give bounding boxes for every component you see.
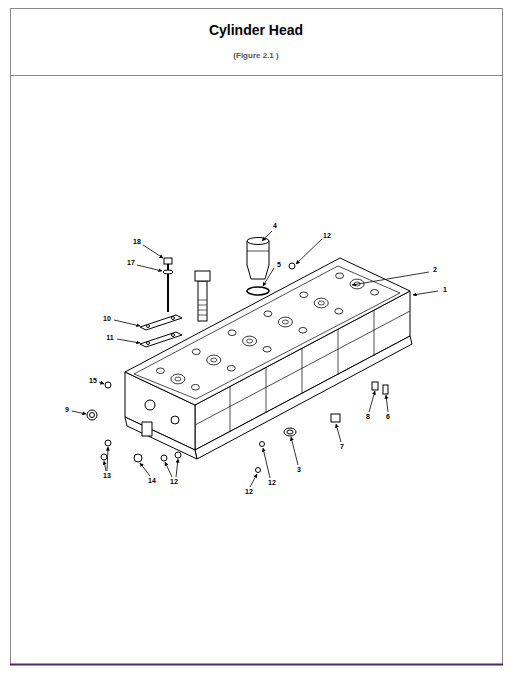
valve-boss-core [211, 358, 217, 362]
callout-number: 1 [442, 286, 448, 294]
callout-number: 7 [339, 443, 345, 451]
valve-boss [156, 368, 164, 374]
valve-boss [300, 292, 308, 298]
figure-title: Cylinder Head [209, 22, 303, 38]
cylinder-head [125, 258, 412, 459]
callout-number: 14 [147, 477, 157, 485]
callout-number: 9 [64, 406, 70, 414]
valve-boss [227, 365, 235, 371]
valve-boss [263, 346, 271, 352]
valve-boss [192, 349, 200, 355]
injector-sleeve [247, 238, 269, 296]
valve-boss [299, 327, 307, 333]
callout-number: 6 [385, 413, 391, 421]
valve-bosses [156, 273, 378, 390]
valve-boss [171, 374, 185, 384]
callout-number: 17 [126, 259, 136, 267]
valve-boss-core [282, 320, 288, 324]
leader-lines [72, 231, 438, 487]
callout-number: 4 [272, 222, 278, 230]
valve-boss [336, 273, 344, 279]
callout-number: 12 [244, 488, 254, 496]
plugs [87, 263, 388, 473]
page-frame [11, 9, 503, 665]
valve-boss [207, 355, 221, 365]
callout-number: 13 [102, 472, 112, 480]
valve-boss-core [247, 339, 253, 343]
callout-number: 3 [296, 466, 302, 474]
callout-number: 11 [105, 334, 114, 342]
valve-boss [371, 289, 379, 295]
valve-boss [335, 308, 343, 314]
callout-number: 12 [267, 479, 277, 487]
stud-assembly [163, 258, 173, 312]
callout-number: 12 [169, 478, 179, 486]
valve-boss [278, 317, 292, 327]
callout-number: 10 [102, 315, 112, 323]
valve-boss [243, 336, 257, 346]
footer-rule [10, 664, 503, 666]
valve-boss-core [175, 377, 181, 381]
valve-boss [264, 311, 272, 317]
callout-number: 2 [432, 266, 438, 274]
valve-boss-core [318, 301, 324, 305]
callout-number: 15 [88, 377, 98, 385]
callout-number: 8 [365, 413, 371, 421]
head-bolt [195, 271, 210, 321]
valve-boss [191, 384, 199, 390]
valve-boss [228, 330, 236, 336]
header-rule [10, 75, 503, 76]
callout-number: 5 [276, 261, 282, 269]
callout-number: 18 [132, 238, 142, 246]
cover-plate [140, 315, 182, 347]
callout-number: 12 [322, 232, 332, 240]
figure-caption: (Figure 2.1 ) [233, 51, 278, 60]
valve-boss [314, 298, 328, 308]
